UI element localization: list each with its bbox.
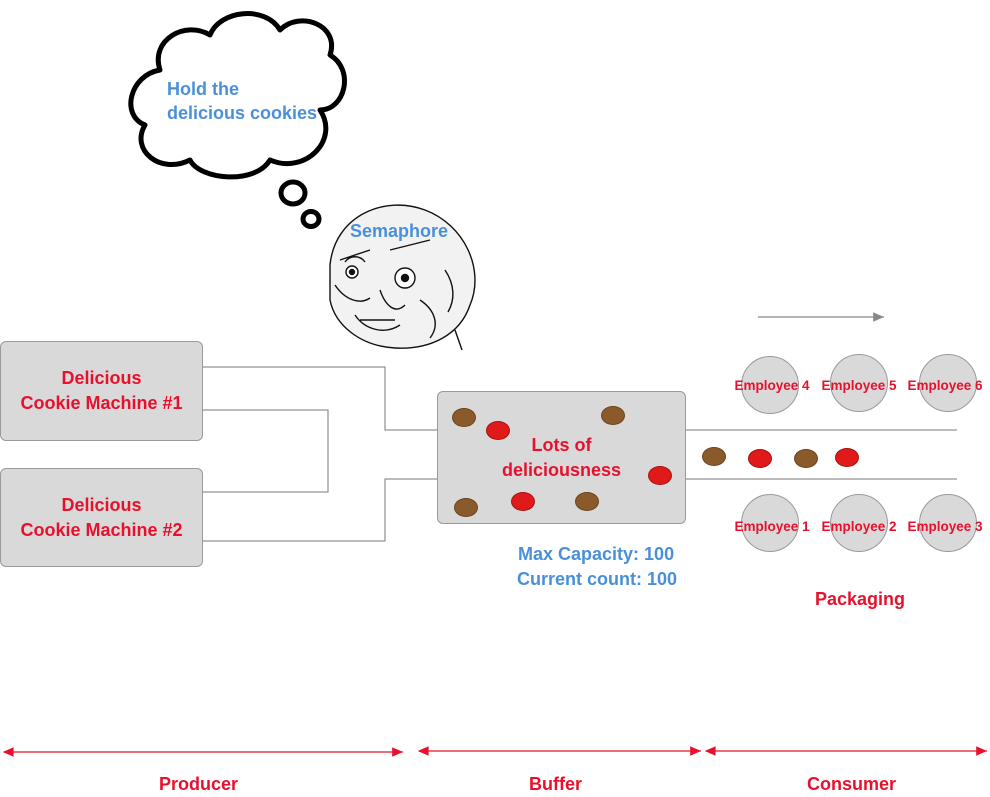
producer-connectors: [203, 366, 438, 542]
employee-3-circle: [919, 494, 977, 552]
cookie-red: [835, 448, 859, 467]
employee-4-label: Employee 4: [734, 378, 810, 393]
cookie-machine-2-label: Delicious Cookie Machine #2: [20, 494, 183, 540]
employee-4-circle: [741, 356, 799, 414]
employee-3-label: Employee 3: [907, 519, 983, 534]
employee-6-circle: [919, 354, 977, 412]
cookie-machine-1-label: Delicious Cookie Machine #1: [20, 368, 183, 413]
cookie-brown: [575, 492, 599, 511]
employee-6-label: Employee 6: [907, 378, 983, 393]
conveyor-belt: [686, 429, 957, 480]
employee-1-label: Employee 1: [734, 519, 810, 534]
employee-2-label: Employee 2: [821, 519, 897, 534]
packaging-label: Packaging: [815, 589, 906, 609]
buffer-label: Lots of deliciousness: [501, 434, 622, 480]
cookie-red: [511, 492, 535, 511]
thought-cloud-icon: [128, 11, 347, 229]
producer-label: Producer: [159, 774, 239, 794]
employee-2-circle: [830, 494, 888, 552]
consumer-label: Consumer: [807, 774, 897, 794]
section-arrows: [2, 746, 987, 757]
rage-face-icon: [329, 204, 476, 351]
buffer-box: Lots of deliciousness: [437, 391, 686, 524]
employee-5-label: Employee 5: [821, 378, 897, 393]
current-count-text: Current count: 100: [517, 569, 678, 589]
cookie-machine-2: Delicious Cookie Machine #2: [0, 468, 203, 567]
buffer-section-label: Buffer: [529, 774, 582, 794]
cookie-brown: [794, 449, 818, 468]
cookie-brown: [601, 406, 625, 425]
cookie-red: [748, 449, 772, 468]
cookie-brown: [702, 447, 726, 466]
employee-1-circle: [741, 494, 799, 552]
thought-text: Hold the delicious cookies: [167, 79, 318, 123]
cookie-red: [648, 466, 672, 485]
semaphore-label: Semaphore: [350, 221, 449, 241]
cookie-red: [486, 421, 510, 440]
cookie-brown: [452, 408, 476, 427]
max-capacity-text: Max Capacity: 100: [518, 544, 675, 564]
employee-5-circle: [830, 354, 888, 412]
cookie-machine-1: Delicious Cookie Machine #1: [0, 341, 203, 441]
cookie-brown: [454, 498, 478, 517]
